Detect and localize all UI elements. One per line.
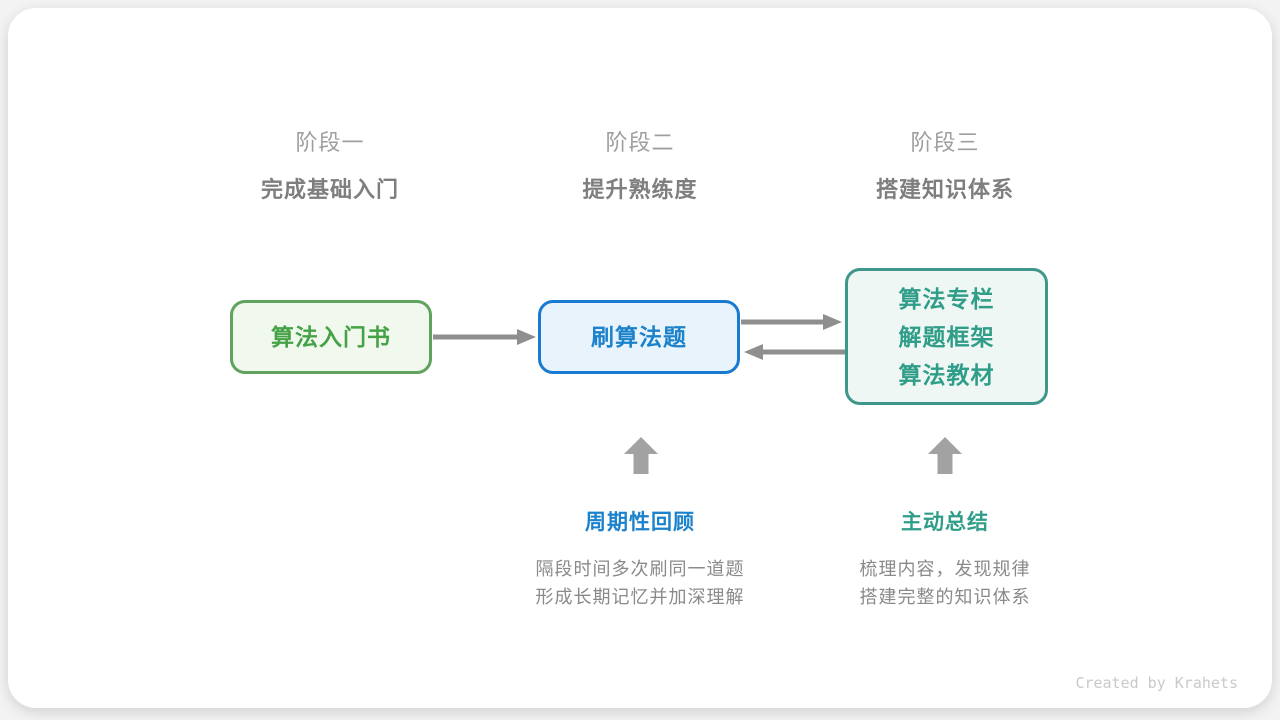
stage-2-header: 阶段二 提升熟练度 (490, 128, 790, 205)
stage-2-title: 提升熟练度 (582, 177, 698, 202)
node-label: 解题框架 (898, 323, 995, 350)
node-algorithm-intro-book: 算法入门书 (230, 300, 432, 374)
node-label: 算法入门书 (271, 324, 391, 350)
stage-3-label: 阶段三 (910, 130, 980, 155)
stage-3-title: 搭建知识体系 (875, 177, 1014, 202)
stage-2-label: 阶段二 (605, 130, 675, 155)
annotation-desc-line: 形成长期记忆并加深理解 (535, 587, 745, 607)
node-label: 算法教材 (898, 361, 995, 388)
stage-1-title: 完成基础入门 (260, 177, 399, 202)
annotation-desc-line: 搭建完整的知识体系 (859, 587, 1031, 607)
annotation-title: 主动总结 (901, 511, 989, 534)
stage-1-header: 阶段一 完成基础入门 (180, 128, 480, 205)
node-label: 刷算法题 (591, 324, 687, 350)
arrow-right-icon (741, 314, 842, 330)
arrow-up-icon (928, 437, 962, 474)
annotation-active-summary: 主动总结 梳理内容，发现规律 搭建完整的知识体系 (775, 508, 1115, 611)
credit-text: Created by Krahets (1075, 674, 1238, 692)
annotation-description: 隔段时间多次刷同一道题 形成长期记忆并加深理解 (470, 555, 810, 611)
node-knowledge-resources: 算法专栏 解题框架 算法教材 (845, 268, 1048, 405)
annotation-title: 周期性回顾 (585, 511, 695, 534)
node-practice-problems: 刷算法题 (538, 300, 740, 374)
stage-3-header: 阶段三 搭建知识体系 (795, 128, 1095, 205)
node-label: 算法专栏 (898, 285, 995, 312)
annotation-desc-line: 梳理内容，发现规律 (859, 559, 1031, 579)
arrow-up-icon (624, 437, 658, 474)
annotation-description: 梳理内容，发现规律 搭建完整的知识体系 (775, 555, 1115, 611)
stage-1-label: 阶段一 (295, 130, 365, 155)
annotation-periodic-review: 周期性回顾 隔段时间多次刷同一道题 形成长期记忆并加深理解 (470, 508, 810, 611)
arrow-left-icon (744, 344, 845, 360)
annotation-desc-line: 隔段时间多次刷同一道题 (535, 559, 745, 579)
arrow-right-icon (433, 329, 536, 345)
